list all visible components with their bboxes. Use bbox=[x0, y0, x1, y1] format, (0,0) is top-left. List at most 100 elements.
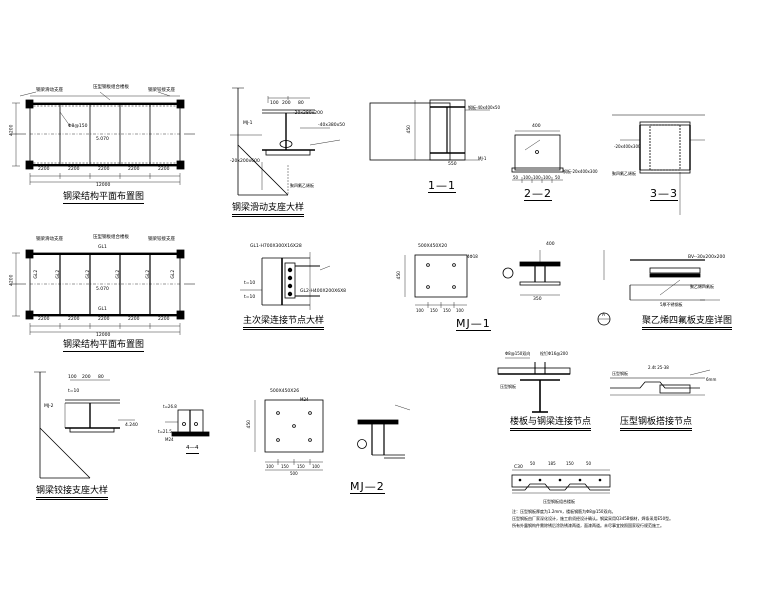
mj2-total: 500 bbox=[290, 471, 298, 476]
mj1-plate bbox=[404, 254, 468, 308]
mj2-dim-2: 150 bbox=[281, 464, 289, 469]
slab-section bbox=[511, 469, 611, 494]
deck-label-2: 6mm bbox=[706, 377, 717, 382]
plan-b-dim-b5: 2200 bbox=[158, 317, 170, 322]
mj2-side: 450 bbox=[247, 419, 253, 429]
deck-label-3: 压型钢板 bbox=[612, 371, 628, 376]
conn-gl2: GL2-H400X200X6X8 bbox=[300, 289, 347, 294]
slab-section-dim-2: 185 bbox=[548, 461, 556, 466]
plan-a-note: Φ8@150 bbox=[68, 124, 88, 129]
slab-section-dim-4: 50 bbox=[586, 461, 592, 466]
plan-a-dim-b1: 2200 bbox=[38, 167, 50, 172]
plan-a-callout-3: 钢梁铰接支座 bbox=[148, 88, 175, 93]
hinge-mj: MJ-2 bbox=[44, 404, 54, 409]
slide-dim-2: 200 bbox=[282, 101, 291, 106]
mj1-title: MJ—1 bbox=[456, 317, 491, 331]
deck-label-1: 2.4t 25-38 bbox=[648, 365, 669, 370]
slab-label-2: 栓钉Φ16@200 bbox=[540, 351, 568, 356]
section-2-2-title: 2—2 bbox=[524, 187, 552, 201]
plan-b-gl2-5: GL2 bbox=[146, 269, 152, 279]
section-4-4 bbox=[165, 409, 210, 437]
sec22-d2: 100 bbox=[523, 175, 531, 180]
slide-support-title: 钢梁滑动支座大样 bbox=[232, 204, 305, 217]
detail-symbol-a-label: A bbox=[602, 313, 606, 318]
beam-connection-title: 主次梁连接节点大样 bbox=[243, 317, 325, 330]
plan-b-gl2-1: GL2 bbox=[34, 269, 40, 279]
slab-beam-node-title: 楼板与钢梁连接节点 bbox=[510, 418, 592, 431]
general-note-2: 压型钢板由厂家深化设计，施工前须经设计确认。钢梁采用Q345B钢材，焊条采用E5… bbox=[512, 516, 674, 521]
mj2-title: MJ—2 bbox=[350, 480, 385, 494]
conn-gl1: GL1-H700X300X16X28 bbox=[250, 244, 302, 249]
sec22-dim-400: 400 bbox=[532, 124, 541, 129]
sec33-ptfe: 聚四氟乙烯板 bbox=[612, 171, 636, 176]
section-1-1-title: 1—1 bbox=[428, 179, 456, 193]
sec44-bolt: M24 bbox=[165, 437, 174, 442]
plan-a-dim-b5: 2200 bbox=[158, 167, 170, 172]
plan-b-dim-b2: 2200 bbox=[68, 317, 80, 322]
plan-b bbox=[10, 249, 195, 335]
plan-b-gl2-4: GL2 bbox=[116, 269, 122, 279]
sec22-d1: 50 bbox=[513, 175, 519, 180]
plan-a-callout-2: 压型钢板组合楼板 bbox=[93, 85, 129, 90]
mj1-dim-4: 100 bbox=[456, 308, 464, 313]
hinge-elev: 4.240 bbox=[125, 423, 138, 428]
hinge-support-detail bbox=[34, 371, 135, 479]
plan-b-beam-bottom: GL1 bbox=[98, 307, 107, 312]
slab-section-caption: 压型钢板组合楼板 bbox=[543, 499, 575, 504]
section-3-3-title: 3—3 bbox=[650, 187, 678, 201]
beam-connection-detail bbox=[240, 252, 331, 310]
plan-b-dim-b3: 2200 bbox=[98, 317, 110, 322]
slide-plate2: -40x380x50 bbox=[318, 123, 345, 128]
plan-b-elev: 5.070 bbox=[96, 287, 109, 292]
sec44-t2: t=21.5 bbox=[158, 429, 172, 434]
mj2-elevation bbox=[357, 404, 411, 459]
slide-dim-1: 100 bbox=[270, 101, 279, 106]
sec11-plate: 钢板-40x400x50 bbox=[468, 105, 500, 110]
plan-a bbox=[10, 91, 195, 185]
plan-a-dim-b2: 2200 bbox=[68, 167, 80, 172]
mj1-dim-1: 100 bbox=[416, 308, 424, 313]
slab-section-dim-1: 50 bbox=[530, 461, 536, 466]
plan-b-gl2-6: GL2 bbox=[171, 269, 177, 279]
mj1-dim-2: 150 bbox=[430, 308, 438, 313]
mj2-dim-1: 100 bbox=[266, 464, 274, 469]
plan-b-dim-b1: 2200 bbox=[38, 317, 50, 322]
deck-node bbox=[610, 369, 711, 396]
plan-b-dim-b4: 2200 bbox=[128, 317, 140, 322]
mj1-anchor: 4Φ18 bbox=[467, 254, 478, 259]
slide-dim-3: 80 bbox=[298, 101, 304, 106]
slab-label-1: Φ8@150双向 bbox=[505, 351, 531, 356]
sec22-plate: 钢板-20x400x300 bbox=[563, 169, 598, 174]
hinge-support-title: 钢梁铰接支座大样 bbox=[36, 487, 109, 500]
plan-b-beam-top: GL1 bbox=[98, 245, 107, 250]
plan-a-elev: 5.070 bbox=[96, 137, 109, 142]
sec11-dim-550: 550 bbox=[448, 162, 457, 167]
mj1-w: 400 bbox=[546, 242, 555, 247]
sec11-dim-450: 450 bbox=[407, 124, 413, 134]
sec33-plate: -20x400x300 bbox=[614, 144, 641, 149]
ptfe-support-title: 聚乙烯四氟板支座详图 bbox=[642, 317, 733, 330]
section-4-4-title: 4—4 bbox=[186, 445, 199, 454]
conn-t-top: t=10 bbox=[244, 281, 256, 286]
plan-b-callout-3: 钢梁铰接支座 bbox=[148, 237, 175, 242]
plan-b-side-dim: 4200 bbox=[9, 274, 15, 286]
slide-note: 聚四氟乙烯板 bbox=[290, 183, 314, 188]
plan-b-title: 钢梁结构平面布置图 bbox=[63, 340, 145, 352]
conn-t-bot: t=10 bbox=[244, 295, 256, 300]
general-note-3: 所有外露钢构件需除锈后涂防锈漆两道，面漆两道。未尽事宜按照国家现行规范施工。 bbox=[512, 523, 664, 528]
mj2-bolt: M24 bbox=[300, 397, 309, 402]
plan-b-callout-2: 压型钢板组合楼板 bbox=[93, 235, 129, 240]
slab-label-3: 压型钢板 bbox=[500, 384, 516, 389]
slide-support-detail bbox=[230, 87, 341, 196]
section-3-3 bbox=[612, 114, 705, 215]
section-1-1 bbox=[369, 99, 490, 161]
hinge-t: t=10 bbox=[68, 389, 80, 394]
sec22-d5: 50 bbox=[555, 175, 561, 180]
sec44-t1: t=26.8 bbox=[163, 404, 177, 409]
section-2-2 bbox=[511, 130, 564, 183]
slab-beam-node bbox=[497, 357, 571, 413]
sec22-d4: 100 bbox=[543, 175, 551, 180]
plan-b-gl2-2: GL2 bbox=[56, 269, 62, 279]
hinge-dim-2: 200 bbox=[82, 375, 91, 380]
